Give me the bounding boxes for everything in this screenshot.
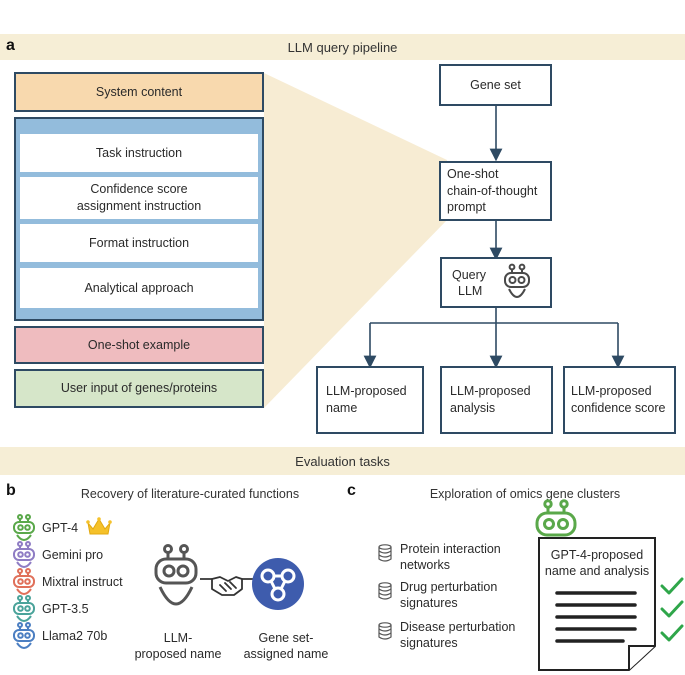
user-input-label: User input of genes/proteins <box>60 381 218 396</box>
checkmarks <box>660 577 684 642</box>
panel-b-title: Recovery of literature-curated functions <box>80 487 300 501</box>
llm-proposed-name-caption: LLM- proposed name <box>128 630 228 663</box>
model-robot-icon <box>13 622 35 649</box>
database-icon <box>378 582 392 600</box>
model-robot-icon <box>13 568 35 595</box>
evaluation-header-band <box>0 447 685 475</box>
format-instruction-box: Format instruction <box>20 224 258 262</box>
check-icon <box>660 624 684 642</box>
robot-icon <box>504 263 530 298</box>
gpt4-robot-icon <box>535 499 577 537</box>
confidence-instruction-label-2: assignment instruction <box>76 199 202 213</box>
model-item: Mixtral instruct <box>12 568 123 596</box>
gene-set-label: Gene set <box>470 77 521 92</box>
analytical-approach-label: Analytical approach <box>84 280 194 295</box>
database-icon <box>378 544 392 562</box>
document-title: GPT-4-proposed name and analysis <box>538 547 656 580</box>
model-robot-icon <box>13 595 35 622</box>
query-llm-box: Query LLM <box>440 257 552 308</box>
proposed-analysis-box: LLM-proposed analysis <box>440 366 553 434</box>
one-shot-example-label: One-shot example <box>87 337 191 352</box>
panel-a-header-band <box>0 34 685 60</box>
proposed-analysis-label-1: LLM-proposed <box>450 384 531 399</box>
task-instruction-label: Task instruction <box>95 145 183 160</box>
gene-set-assigned-name-caption: Gene set- assigned name <box>236 630 336 663</box>
query-label-1: Query <box>452 268 487 282</box>
system-content-box: System content <box>14 72 264 112</box>
model-item: Llama2 70b <box>12 622 107 650</box>
proposed-name-label-1: LLM-proposed <box>326 384 407 399</box>
user-input-box: User input of genes/proteins <box>14 369 264 408</box>
model-name: GPT-3.5 <box>42 602 89 616</box>
proposed-analysis-label-2: analysis <box>450 401 496 415</box>
llm-robot-icon <box>154 544 198 606</box>
document-icon <box>538 537 656 671</box>
gene-set-box: Gene set <box>439 64 552 106</box>
prompt-label-2: chain-of-thought <box>447 183 538 198</box>
crown-icon <box>86 517 112 535</box>
llm-caption-line2: proposed name <box>134 647 222 662</box>
geneset-caption-line1: Gene set- <box>258 631 314 645</box>
document-title-line1: GPT-4-proposed <box>550 548 644 562</box>
confidence-instruction-label-1: Confidence score <box>90 182 188 197</box>
panel-c-title: Exploration of omics gene clusters <box>429 487 621 501</box>
query-label-2: LLM <box>458 284 483 299</box>
format-instruction-label: Format instruction <box>88 235 190 250</box>
task-instruction-box: Task instruction <box>20 134 258 172</box>
prompt-label-1: One-shot <box>447 166 499 181</box>
model-name: Gemini pro <box>42 548 104 562</box>
model-item: GPT-3.5 <box>12 595 89 623</box>
model-item: GPT-4 <box>12 514 78 542</box>
confidence-instruction-box: Confidence score assignment instruction <box>20 177 258 219</box>
proposed-name-label-2: name <box>326 401 358 415</box>
panel-b-letter: b <box>6 482 16 499</box>
panel-c-letter: c <box>347 482 356 499</box>
prompt-label-3: prompt <box>447 200 486 215</box>
one-shot-cot-prompt-box: One-shot chain-of-thought prompt <box>439 161 552 221</box>
model-robot-icon <box>13 541 35 568</box>
evaluation-title: Evaluation tasks <box>295 454 390 469</box>
model-name: Llama2 70b <box>42 629 108 643</box>
model-item: Gemini pro <box>12 541 103 569</box>
check-icon <box>660 600 684 618</box>
proposed-confidence-box: LLM-proposed confidence score <box>563 366 676 434</box>
database-icon <box>378 622 392 640</box>
handshake-icon <box>200 576 254 596</box>
check-icon <box>660 577 684 595</box>
model-robot-icon <box>13 514 35 541</box>
analytical-approach-box: Analytical approach <box>20 268 258 308</box>
panel-a-letter: a <box>6 37 15 54</box>
model-name: GPT-4 <box>42 521 79 535</box>
proposed-name-box: LLM-proposed name <box>316 366 424 434</box>
model-name: Mixtral instruct <box>42 575 123 589</box>
geneset-caption-line2: assigned name <box>243 647 329 662</box>
proposed-confidence-label-2: confidence score <box>571 401 666 415</box>
gene-set-icon <box>252 558 304 610</box>
llm-caption-line1: LLM- <box>163 631 193 645</box>
proposed-confidence-label-1: LLM-proposed <box>571 384 652 399</box>
document-title-line2: name and analysis <box>544 564 650 579</box>
one-shot-example-box: One-shot example <box>14 326 264 364</box>
panel-a-title: LLM query pipeline <box>287 40 398 55</box>
system-content-label: System content <box>95 84 183 99</box>
